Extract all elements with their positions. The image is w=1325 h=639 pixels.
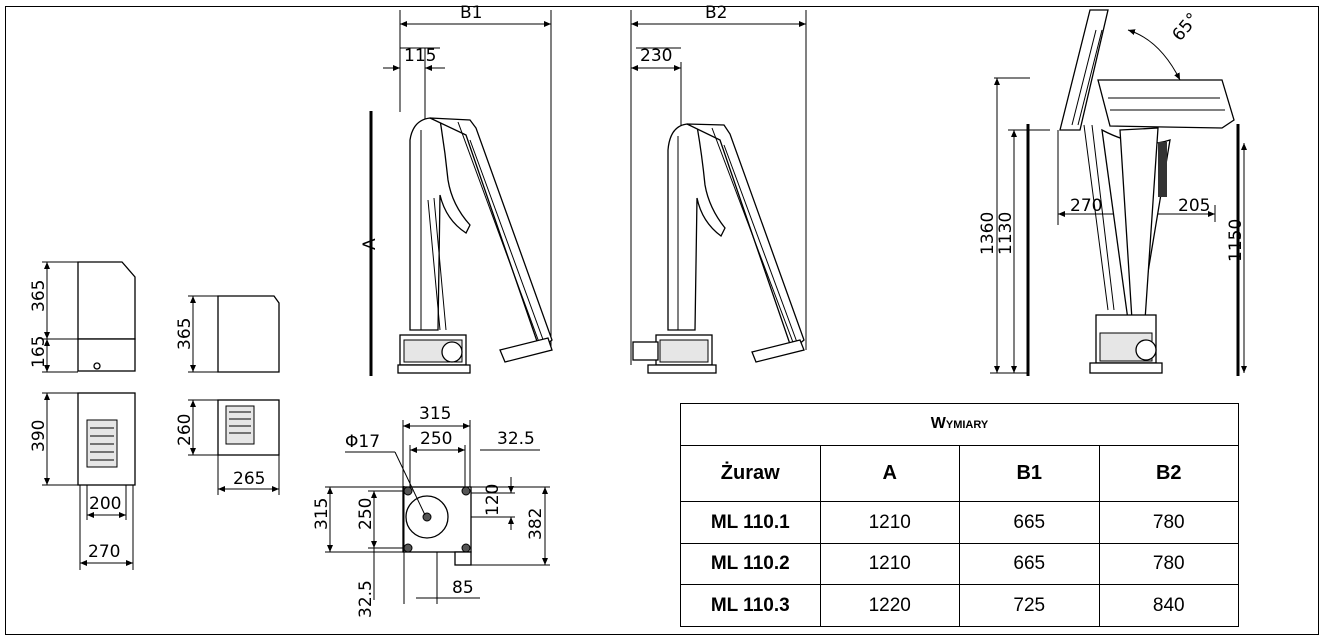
base-plate-plan xyxy=(325,420,550,604)
box-2-views xyxy=(188,295,280,495)
drawing-frame xyxy=(5,6,1319,635)
cell-b2: 780 xyxy=(1098,501,1239,544)
dim-270-side: 270 xyxy=(1070,196,1102,216)
dim-angle: 65° xyxy=(1169,9,1204,45)
cell-name: ML 110.3 xyxy=(680,584,821,627)
dim-base-382: 382 xyxy=(526,508,546,540)
crane-view-front xyxy=(990,9,1247,376)
dim-box1-390: 390 xyxy=(29,420,49,452)
table-title: Wymiary xyxy=(680,403,1239,446)
dim-base-phi: Φ17 xyxy=(345,432,380,452)
dim-base-315-top: 315 xyxy=(419,404,451,424)
dim-205: 205 xyxy=(1178,196,1210,216)
dim-box1-200: 200 xyxy=(89,494,121,514)
table-header-row: Żuraw A B1 B2 xyxy=(680,444,1239,503)
table-row: ML 110.3 1220 725 840 xyxy=(680,584,1239,627)
dim-base-250-left: 250 xyxy=(356,498,376,530)
cell-b1: 665 xyxy=(959,501,1100,544)
dim-230: 230 xyxy=(640,46,672,66)
header-b2: B2 xyxy=(1098,444,1239,503)
crane-view-b2 xyxy=(630,10,807,374)
dimensions-table: Wymiary Żuraw A B1 B2 ML 110.1 1210 665 … xyxy=(680,403,1239,627)
dim-box2-365: 365 xyxy=(175,318,195,350)
cell-a: 1210 xyxy=(819,501,960,544)
cell-b1: 665 xyxy=(959,542,1100,586)
dim-box1-165: 165 xyxy=(29,336,49,368)
dim-1150: 1150 xyxy=(1226,219,1246,262)
header-crane: Żuraw xyxy=(680,444,821,503)
dim-base-85: 85 xyxy=(452,578,474,598)
cell-a: 1210 xyxy=(819,542,960,586)
table-row: ML 110.2 1210 665 780 xyxy=(680,542,1239,586)
cell-b1: 725 xyxy=(959,584,1100,627)
dim-box2-265: 265 xyxy=(233,469,265,489)
dim-a: A xyxy=(360,238,380,250)
cell-name: ML 110.1 xyxy=(680,501,821,544)
dim-base-315-left: 315 xyxy=(312,498,332,530)
header-a: A xyxy=(819,444,960,503)
dim-base-325-top: 32.5 xyxy=(497,429,535,449)
dim-b1: B1 xyxy=(460,3,482,23)
dim-box1-365: 365 xyxy=(29,280,49,312)
cell-name: ML 110.2 xyxy=(680,542,821,586)
dim-box2-260: 260 xyxy=(175,414,195,446)
dim-b2: B2 xyxy=(705,3,727,23)
header-b1: B1 xyxy=(959,444,1100,503)
dim-1130: 1130 xyxy=(996,212,1016,255)
dim-115: 115 xyxy=(404,46,436,66)
box-1-views xyxy=(42,261,136,570)
crane-view-b1 xyxy=(369,10,553,376)
table-row: ML 110.1 1210 665 780 xyxy=(680,501,1239,544)
cell-b2: 840 xyxy=(1098,584,1239,627)
cell-b2: 780 xyxy=(1098,542,1239,586)
cell-a: 1220 xyxy=(819,584,960,627)
dim-1360: 1360 xyxy=(978,212,998,255)
dim-base-120: 120 xyxy=(483,484,503,516)
dim-base-250-top: 250 xyxy=(420,429,452,449)
dim-box1-270: 270 xyxy=(88,542,120,562)
dim-base-325-bottom: 32.5 xyxy=(356,580,376,618)
